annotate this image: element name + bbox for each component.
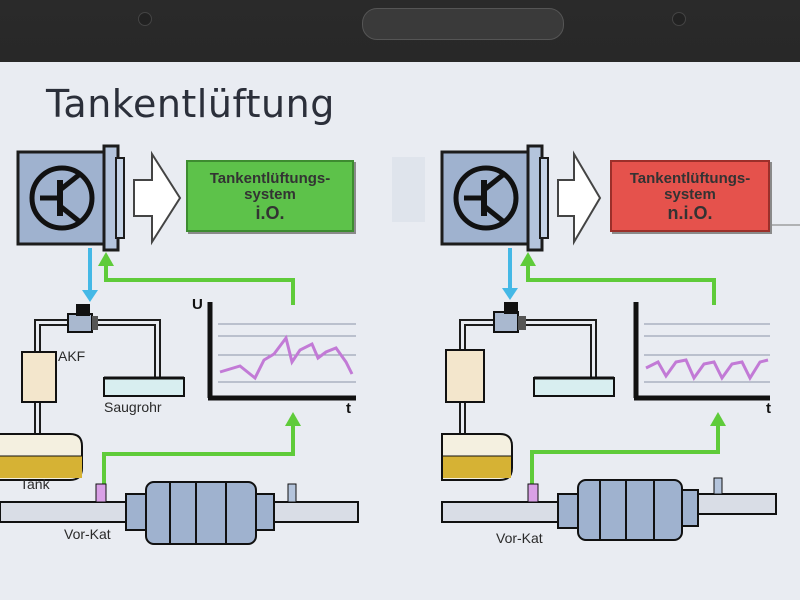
signal-line-green-upper-right: [526, 258, 716, 305]
akf-piping-left: [34, 319, 161, 434]
axis-label-t-left: t: [346, 400, 351, 417]
signal-line-green-lower-right: [530, 420, 720, 484]
fuel-tank-left: [0, 433, 83, 481]
voltage-graph-right: [633, 302, 770, 401]
tank-vent-valve-right: [493, 302, 526, 333]
voltage-graph-left: [207, 302, 356, 401]
status-line2-right: system: [664, 186, 716, 203]
signal-arrowhead-cyan-right: [502, 288, 518, 300]
status-line1-right: Tankentlüftungs-: [629, 170, 751, 187]
transistor-icon: [29, 165, 95, 231]
signal-line-green-lower-left: [102, 420, 295, 484]
voltage-trace-right: [645, 358, 769, 382]
signal-arrowhead-green-upper-right: [520, 252, 536, 266]
status-box-ok: Tankentlüftungs- system i.O.: [186, 160, 354, 232]
akf-piping-right: [459, 319, 597, 434]
status-line2-left: system: [244, 186, 296, 203]
slide-title: Tankentlüftung: [46, 82, 335, 126]
label-saugrohr: Saugrohr: [104, 399, 162, 415]
signal-arrowhead-green-lower-left: [285, 412, 301, 426]
label-vorkat-left: Vor-Kat: [64, 526, 111, 542]
slide-screen: Tankentlüftung: [0, 62, 800, 600]
signal-line-green-upper-left: [104, 258, 295, 305]
diagram-canvas: [0, 144, 800, 545]
carbon-canister-left: [21, 351, 57, 403]
label-akf: AKF: [58, 348, 86, 364]
axis-label-t-right: t: [766, 400, 771, 417]
status-line1-left: Tankentlüftungs-: [209, 170, 331, 187]
signal-arrowhead-green-upper-left: [98, 252, 114, 266]
label-vorkat-right: Vor-Kat: [496, 530, 543, 546]
exhaust-pipe-right: [441, 477, 777, 541]
transistor-icon: [453, 165, 519, 231]
status-box-not-ok: Tankentlüftungs- system n.i.O.: [610, 160, 770, 232]
axis-label-u: U: [192, 296, 203, 313]
bezel-logo-plate: [362, 8, 564, 40]
status-result-ok: i.O.: [255, 203, 285, 223]
carbon-canister-right: [445, 349, 485, 403]
intake-manifold-right: [533, 376, 615, 397]
status-result-not-ok: n.i.O.: [667, 203, 713, 223]
divider-block: [392, 157, 425, 222]
exhaust-pipe-left: [0, 481, 359, 545]
bezel-screw-left: [138, 12, 152, 26]
signal-arrowhead-cyan-left: [82, 290, 98, 302]
fuel-tank-right: [441, 433, 513, 481]
voltage-trace-left: [219, 334, 354, 381]
tank-vent-valve-left: [67, 304, 98, 333]
arrow-right-icon: [133, 150, 182, 246]
bezel-screw-right: [672, 12, 686, 26]
signal-arrowhead-green-lower-right: [710, 412, 726, 426]
arrow-right-icon: [557, 150, 602, 246]
label-tank: Tank: [20, 476, 50, 492]
intake-manifold-left: [103, 376, 185, 397]
